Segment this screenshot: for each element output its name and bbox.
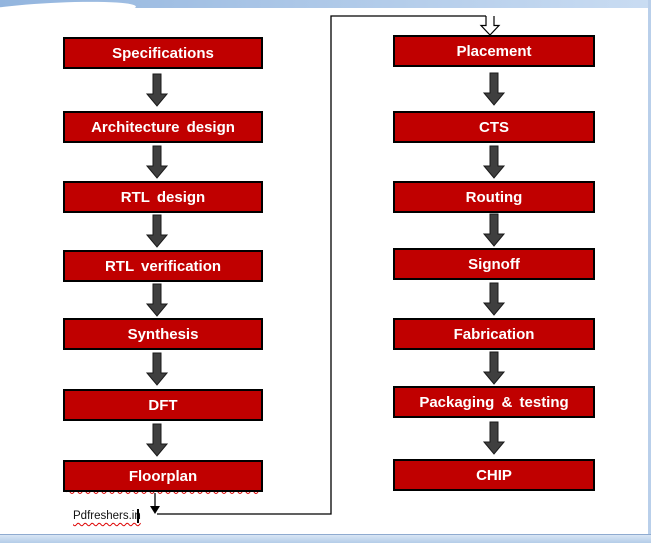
flow-node-chip: CHIP bbox=[393, 459, 595, 491]
down-arrow-icon bbox=[146, 73, 168, 107]
down-arrow-icon bbox=[146, 423, 168, 457]
flow-node-synthesis: Synthesis bbox=[63, 318, 263, 350]
flow-node-fabrication: Fabrication bbox=[393, 318, 595, 350]
down-arrow-icon bbox=[483, 421, 505, 455]
down-arrow-icon bbox=[483, 213, 505, 247]
flow-node-floorplan: Floorplan bbox=[63, 460, 263, 492]
hollow-down-arrow-icon bbox=[479, 16, 501, 36]
flow-node-cts: CTS bbox=[393, 111, 595, 143]
down-arrow-icon bbox=[483, 145, 505, 179]
flow-node-dft: DFT bbox=[63, 389, 263, 421]
slide-top-border bbox=[0, 0, 651, 8]
flow-node-rtl-design: RTL design bbox=[63, 181, 263, 213]
watermark-text: Pdfreshers.in bbox=[73, 510, 141, 522]
slide-right-border bbox=[648, 0, 651, 543]
flow-node-placement: Placement bbox=[393, 35, 595, 67]
down-arrow-icon bbox=[483, 72, 505, 106]
down-arrow-icon bbox=[146, 145, 168, 179]
flow-node-signoff: Signoff bbox=[393, 248, 595, 280]
top-border-swoosh bbox=[0, 0, 137, 8]
slide-bottom-border bbox=[0, 534, 651, 543]
down-arrow-icon bbox=[146, 283, 168, 317]
down-arrow-icon bbox=[146, 352, 168, 386]
flow-node-packaging-testing: Packaging & testing bbox=[393, 386, 595, 418]
flow-node-architecture-design: Architecture design bbox=[63, 111, 263, 143]
flow-node-routing: Routing bbox=[393, 181, 595, 213]
small-down-arrowhead-icon bbox=[150, 506, 160, 514]
flow-node-rtl-verification: RTL verification bbox=[63, 250, 263, 282]
down-arrow-icon bbox=[483, 282, 505, 316]
text-cursor bbox=[137, 509, 139, 523]
down-arrow-icon bbox=[483, 351, 505, 385]
down-arrow-icon bbox=[146, 214, 168, 248]
flow-node-specifications: Specifications bbox=[63, 37, 263, 69]
